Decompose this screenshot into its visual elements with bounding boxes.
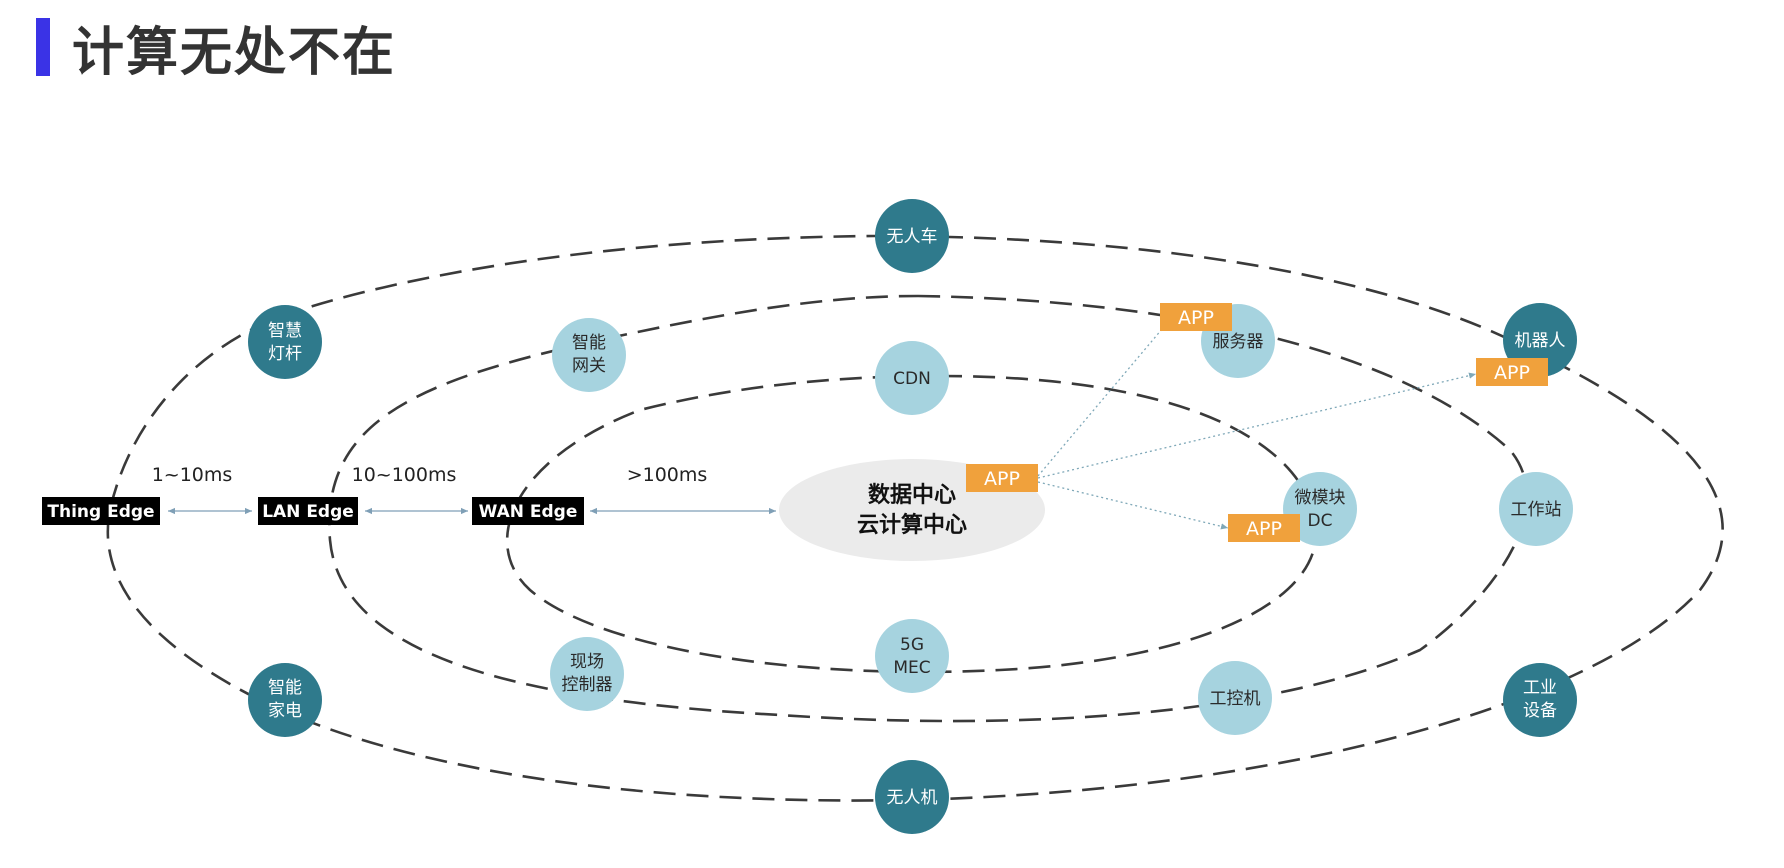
title-accent-bar [36,18,50,76]
node-smart-appliance: 智能 家电 [248,663,322,737]
node-smart-pole: 智慧 灯杆 [248,305,322,379]
svg-text:智慧: 智慧 [268,321,302,341]
node-smart-gateway: 智能 网关 [552,318,626,392]
app-box-server: APP [1160,303,1232,331]
svg-text:DC: DC [1308,511,1333,531]
wan-edge-label: WAN Edge [472,497,584,525]
svg-text:Thing Edge: Thing Edge [47,502,154,522]
node-cdn: CDN [875,341,949,415]
node-field-controller: 现场 控制器 [550,637,624,711]
svg-text:机器人: 机器人 [1515,331,1566,351]
svg-text:智能: 智能 [572,333,606,353]
latency-thing-lan: 1~10ms [152,464,233,486]
svg-text:无人车: 无人车 [887,227,938,247]
svg-text:MEC: MEC [893,658,930,678]
node-5g-mec: 5G MEC [875,619,949,693]
node-ipc: 工控机 [1198,661,1272,735]
svg-text:工控机: 工控机 [1210,689,1261,709]
svg-text:APP: APP [1494,362,1530,384]
svg-text:控制器: 控制器 [562,675,613,695]
svg-text:CDN: CDN [893,369,931,389]
svg-text:服务器: 服务器 [1213,332,1264,352]
inner-ring [505,374,1318,674]
lan-edge-label: LAN Edge [258,497,358,525]
svg-text:微模块: 微模块 [1295,488,1346,508]
svg-text:网关: 网关 [572,356,606,376]
cloud-center-label: 云计算中心 [857,512,967,538]
svg-text:APP: APP [1178,307,1214,329]
line-to-server-app [1037,321,1169,477]
svg-text:5G: 5G [900,635,924,655]
svg-text:工作站: 工作站 [1511,500,1562,520]
page-title-bar: 计算无处不在 [36,18,396,83]
svg-text:智能: 智能 [268,678,302,698]
app-box-micro-dc: APP [1228,514,1300,542]
node-drone: 无人机 [875,760,949,834]
svg-text:无人机: 无人机 [887,788,938,808]
svg-text:APP: APP [984,468,1020,490]
svg-text:灯杆: 灯杆 [268,344,302,364]
page-title: 计算无处不在 [72,22,397,83]
node-workstation: 工作站 [1499,472,1573,546]
svg-text:家电: 家电 [268,701,302,721]
latency-lan-wan: 10~100ms [352,464,457,486]
app-distribution-lines [1037,321,1477,530]
line-to-microdc-app [1037,481,1229,530]
node-micro-dc: 微模块 DC [1283,472,1357,546]
line-to-robot-app [1037,372,1477,479]
latency-wan-center: >100ms [627,464,708,486]
app-box-robot: APP [1476,358,1548,386]
svg-text:WAN Edge: WAN Edge [479,502,578,522]
data-center-label: 数据中心 [868,482,956,508]
svg-text:现场: 现场 [570,652,604,672]
svg-text:工业: 工业 [1523,678,1557,698]
thing-edge-label: Thing Edge [42,497,160,525]
node-industrial-equipment: 工业 设备 [1503,663,1577,737]
node-driverless-car: 无人车 [875,199,949,273]
svg-text:设备: 设备 [1523,701,1557,721]
svg-text:LAN Edge: LAN Edge [262,502,354,522]
middle-ring [328,294,1529,723]
svg-text:APP: APP [1246,518,1282,540]
app-box-data-center: APP [966,464,1038,492]
